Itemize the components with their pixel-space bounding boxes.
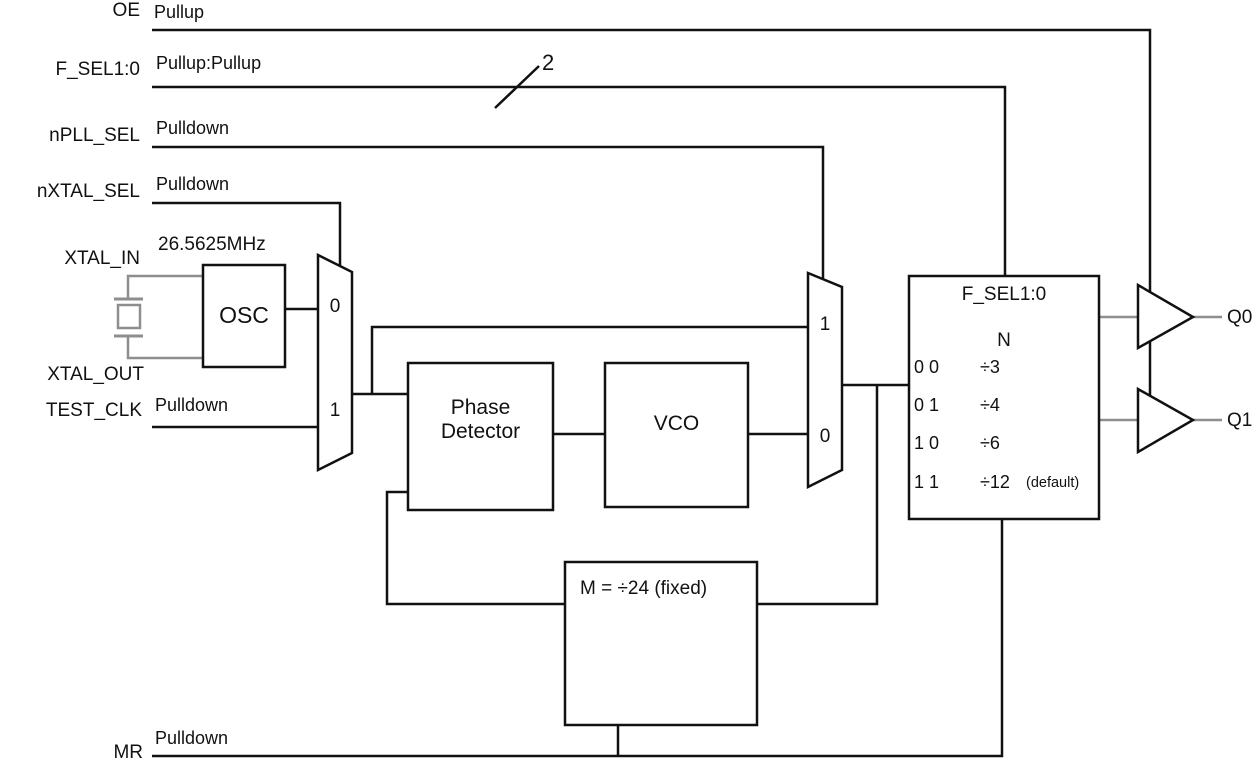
- osc-label: OSC: [219, 302, 269, 328]
- xtal-mux-in1-label: 1: [329, 400, 341, 421]
- output-label-q0: Q0: [1227, 307, 1253, 328]
- xtal-mux-in0-label: 0: [329, 296, 341, 317]
- phase-detector-line1: Phase: [450, 396, 511, 419]
- n-row-note-3: (default): [1026, 475, 1080, 491]
- signal-label-mr: MR: [113, 742, 143, 763]
- wire-mr: [152, 519, 1004, 758]
- n-divider-header: F_SEL1:0: [961, 284, 1047, 305]
- wire-feedback-right: [757, 385, 879, 606]
- crystal-freq-label: 26.5625MHz: [158, 234, 266, 255]
- crystal-icon: [116, 303, 142, 330]
- wire-fsel: [152, 85, 1007, 276]
- m-divider-label: M = ÷24 (fixed): [580, 578, 708, 599]
- phase-detector-block: [406, 361, 555, 512]
- pull-label-fsel: Pullup:Pullup: [156, 53, 262, 73]
- pll-mux-in1-label: 1: [819, 314, 831, 335]
- bus-slash-icon: [494, 65, 540, 109]
- n-row-sel-3: 1 1: [914, 472, 940, 492]
- vco-block: [603, 361, 750, 509]
- n-row-sel-2: 1 0: [914, 433, 940, 453]
- wire-feedback-left: [385, 490, 565, 606]
- signal-label-fsel: F_SEL1:0: [55, 59, 141, 80]
- wire-nxtal-sel: [152, 201, 342, 267]
- pull-label-test-clk: Pulldown: [155, 395, 229, 415]
- phase-detector-label: Phase Detector: [408, 396, 553, 444]
- wire-pll-bypass: [370, 325, 808, 394]
- signal-label-nxtal-sel: nXTAL_SEL: [36, 181, 140, 202]
- pull-label-oe: Pullup: [154, 2, 205, 22]
- n-row-div-3: ÷12: [980, 472, 1010, 492]
- wire-xtal-out: [126, 336, 203, 360]
- osc-block: [201, 263, 287, 369]
- n-divider-column-label: N: [997, 330, 1011, 351]
- n-divider-block: [907, 274, 1101, 521]
- n-row-sel-1: 0 1: [914, 395, 940, 415]
- output-label-q1: Q1: [1227, 410, 1253, 431]
- n-row-sel-0: 0 0: [914, 357, 940, 377]
- signal-label-npll-sel: nPLL_SEL: [49, 125, 140, 146]
- signal-label-xtal-in: XTAL_IN: [64, 248, 140, 269]
- xtal-mux: [316, 252, 354, 473]
- pull-label-mr: Pulldown: [155, 728, 229, 748]
- wire-npll-sel: [152, 145, 825, 280]
- wire-xtal-in: [126, 274, 203, 299]
- pull-label-npll-sel: Pulldown: [156, 118, 230, 138]
- gray-wires: [114, 274, 1222, 422]
- signal-label-oe: OE: [112, 0, 140, 21]
- blocks: [201, 252, 1196, 727]
- q1-buffer-icon: [1136, 386, 1196, 455]
- wire-oe: [152, 28, 1152, 292]
- bus-width-label: 2: [542, 50, 555, 75]
- n-row-div-2: ÷6: [980, 433, 1000, 453]
- black-wires: [152, 28, 1152, 758]
- pll-mux: [806, 271, 844, 490]
- n-row-div-1: ÷4: [980, 395, 1000, 415]
- phase-detector-line2: Detector: [440, 420, 521, 444]
- signal-label-test-clk: TEST_CLK: [45, 400, 142, 421]
- pull-label-nxtal-sel: Pulldown: [156, 174, 230, 194]
- pll-mux-in0-label: 0: [819, 426, 831, 447]
- q0-buffer-icon: [1136, 282, 1196, 351]
- n-row-div-0: ÷3: [980, 357, 1000, 377]
- vco-label: VCO: [653, 412, 700, 435]
- signal-label-xtal-out: XTAL_OUT: [47, 364, 144, 385]
- m-divider-block: [563, 560, 759, 727]
